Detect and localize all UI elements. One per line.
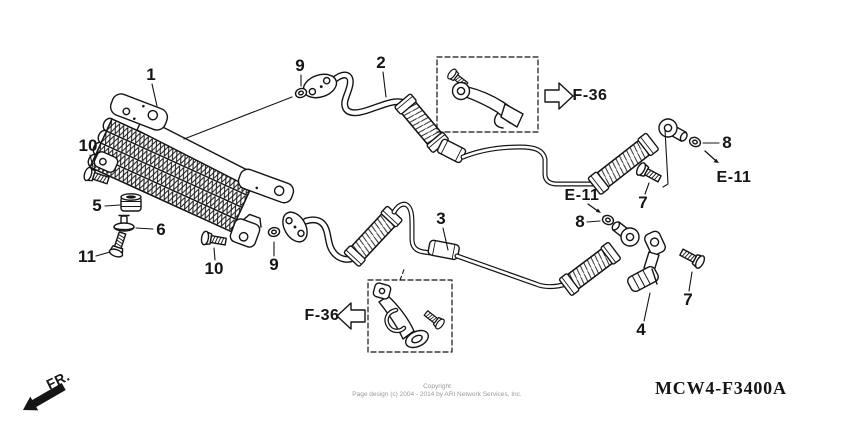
part-callout-3: 3 [436, 209, 446, 228]
cooler-lower-boss [93, 151, 119, 173]
e11-arrow-icon-b [704, 150, 719, 163]
f36-left-block-arrow-icon [336, 302, 366, 330]
hose2-elbow-fitting [658, 118, 688, 142]
leader-line [382, 71, 387, 98]
detail-box-upper [428, 56, 574, 144]
leader-line [183, 96, 293, 140]
cooler-left-ear [109, 93, 169, 131]
pipe3-sleeve [427, 239, 460, 261]
leader-lines [89, 71, 720, 322]
part-callout-9: 9 [295, 56, 305, 75]
leader-line [89, 154, 94, 168]
flange-bolt-11 [107, 230, 130, 260]
part-callout-5: 5 [92, 196, 102, 215]
copyright-line-1: Copyright [423, 383, 451, 390]
copyright-line-2: Page design (c) 2004 - 2014 by ARI Netwo… [352, 391, 522, 398]
flange-bolt-7b [677, 245, 707, 271]
hose2-pipe-outer [460, 144, 596, 187]
leader-line [104, 204, 121, 207]
pipe-stay-bracket [627, 230, 666, 293]
pipe3-run-inner [455, 254, 569, 288]
leader-line [442, 227, 449, 251]
part-callout-10: 10 [78, 136, 98, 155]
hose2-curve-inner [331, 72, 407, 115]
part-callout-10: 10 [204, 259, 224, 278]
part-callout-11: 11 [78, 247, 96, 266]
part-callout-2: 2 [376, 53, 386, 72]
part-callout-8: 8 [722, 133, 732, 152]
upper-oil-hose [302, 71, 688, 195]
hose2-flange [302, 73, 338, 99]
flange-bolt-10b [199, 230, 228, 250]
leader-line [151, 83, 158, 107]
hose2-braided-b [587, 132, 659, 195]
oil-cooler [87, 93, 295, 248]
part-callout-9: 9 [269, 255, 279, 274]
detail-bolt-lower [421, 307, 447, 331]
flange-bolt-7a [634, 160, 664, 186]
leader-line [644, 182, 650, 195]
leader-line [95, 251, 111, 257]
pipe3-braided-b [558, 242, 621, 296]
detail-bracket-upper [451, 81, 524, 129]
ref-label-f-36-0: F-36 [572, 87, 608, 104]
leader-line [688, 271, 693, 292]
part-callout-1: 1 [146, 65, 156, 84]
pipe3-end-fitting [611, 221, 640, 247]
leader-line [586, 220, 601, 223]
part-callout-7: 7 [683, 290, 693, 309]
pipe3-flange [282, 211, 308, 243]
ref-label-e-11-3: E-11 [716, 169, 752, 186]
part-callout-6: 6 [156, 220, 166, 239]
cooler-grommet [120, 193, 142, 212]
copyright-note: Copyright Page design (c) 2004 - 2014 by… [352, 383, 521, 399]
detail-bracket-lower [372, 282, 430, 349]
leader-line [213, 247, 216, 261]
part-callout-8: 8 [575, 212, 585, 231]
pipe3-curve-inner [303, 217, 356, 262]
hose2-pipe-inner [461, 145, 595, 186]
hose2-sleeve [436, 138, 467, 164]
sealing-washer-9b [267, 225, 281, 239]
leader-line [135, 227, 154, 230]
leader-line [662, 129, 669, 188]
pipe3-braided-a [343, 205, 403, 267]
e11-arrow-icon-a [587, 203, 601, 213]
pipe3-bend-inner [392, 202, 433, 255]
lower-oil-pipe [282, 201, 640, 296]
cooler-right-ear [237, 168, 295, 204]
part-callout-7: 7 [638, 193, 648, 212]
ref-label-e-11-2: E-11 [564, 187, 600, 204]
sealing-washer-8a [687, 134, 703, 150]
cooler-foot [229, 213, 262, 248]
detail-box-lower [336, 266, 453, 353]
leader-line [643, 292, 651, 322]
part-callout-4: 4 [636, 320, 646, 339]
fr-direction-arrow-icon [23, 383, 66, 411]
diagram-code: MCW4-F3400A [655, 378, 787, 398]
ref-label-f-36-1: F-36 [304, 307, 340, 324]
f36-right-block-arrow-icon [544, 82, 574, 110]
cooler-mount-clip [113, 214, 135, 232]
